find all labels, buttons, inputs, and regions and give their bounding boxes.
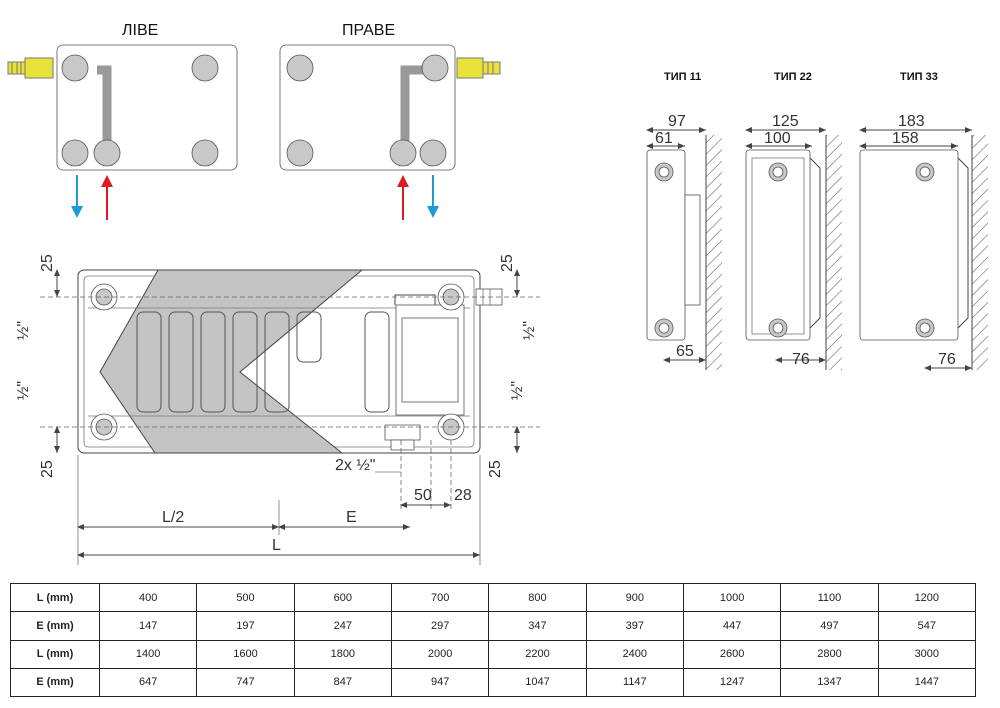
right-connection-diagram: ПРАВЕ [279,22,501,220]
dim-bottom-right: 25 [487,460,504,478]
type-22-depth: 125 [772,113,799,130]
section-type-33: ТИП 33 183 158 76 [859,71,988,371]
type-33-label: ТИП 33 [900,71,938,83]
type-33-wall: 76 [938,351,956,368]
type-11-label: ТИП 11 [664,71,701,83]
table-cell: 397 [585,611,684,641]
dim-top-left: 25 [39,254,56,272]
table-cell: 1047 [488,667,587,698]
e-length-label: E [346,509,357,526]
front-elevation [40,269,540,565]
table-cell: 247 [293,611,392,641]
table-cell: 197 [196,611,295,641]
thread-top-right: ½" [521,321,538,340]
half-length-label: L/2 [162,509,184,526]
table-cell: 847 [293,667,392,698]
table-cell: 1600 [196,639,295,669]
dimension-lines [54,269,520,558]
type-33-inner: 158 [892,130,919,147]
spacing-50: 50 [414,487,432,504]
table-cell: 747 [196,667,295,698]
row-header: L (mm) [10,639,100,669]
row-header: L (mm) [10,582,100,613]
thread-bottom-right: ½" [509,381,526,400]
type-22-wall: 76 [792,351,810,368]
plug-top-left [61,54,89,82]
table-cell: 1100 [780,582,879,613]
thread-top-left: ½" [15,321,32,340]
table-cell: 700 [390,582,490,613]
radiator-drawing: ЛІВЕ ПРАВЕ [7,22,988,565]
table-cell: 2600 [682,639,782,669]
table-cell: 2200 [488,639,587,669]
table-cell: 1000 [682,582,782,613]
type-33-depth: 183 [898,113,925,130]
type-11-inner: 61 [655,130,673,147]
table-cell: 1347 [780,667,879,698]
table-cell: 947 [390,667,490,698]
table-cell: 547 [877,611,977,641]
table-cell: 2000 [390,639,490,669]
table-cell: 447 [682,611,782,641]
outlet-bottom [93,139,121,167]
thread-bottom-left: ½" [15,381,32,400]
table-cell: 1800 [293,639,392,669]
type-22-label: ТИП 22 [774,71,812,83]
table-cell: 2400 [585,639,684,669]
supply-arrow-icon [101,175,113,220]
table-cell: 1200 [877,582,977,613]
table-cell: 147 [98,611,198,641]
table-cell: 497 [780,611,879,641]
table-cell: 400 [98,582,198,613]
right-label: ПРАВЕ [342,22,395,39]
supply-arrow-icon [397,175,409,220]
table-cell: 3000 [877,639,977,669]
left-label: ЛІВЕ [122,22,158,39]
table-cell: 500 [196,582,295,613]
spacing-28: 28 [454,487,472,504]
table-cell: 1400 [98,639,198,669]
section-type-22: ТИП 22 125 100 76 [745,71,842,370]
plug-bottom-right [191,139,219,167]
return-arrow-icon [427,175,439,218]
row-header: E (mm) [10,611,100,641]
type-11-depth: 97 [668,113,686,130]
return-arrow-icon [71,175,83,218]
table-cell: 1447 [877,667,977,698]
row-header: E (mm) [10,667,100,698]
valve-head-icon [456,57,501,79]
section-type-11: ТИП 11 97 61 65 [646,71,722,370]
dim-bottom-left: 25 [39,460,56,478]
table-cell: 347 [488,611,587,641]
connections-label: 2x ½" [335,457,375,474]
table-cell: 297 [390,611,490,641]
table-cell: 600 [293,582,392,613]
total-length-label: L [272,537,281,554]
plug-bottom-left [61,139,89,167]
type-11-wall: 65 [676,343,694,360]
table-cell: 2800 [780,639,879,669]
table-cell: 800 [488,582,587,613]
table-cell: 900 [585,582,684,613]
table-cell: 1247 [682,667,782,698]
dim-top-right: 25 [499,254,516,272]
plug-top-right [191,54,219,82]
type-22-inner: 100 [764,130,791,147]
left-connection-diagram: ЛІВЕ [7,22,238,220]
valve-head-icon [7,57,54,79]
table-cell: 1147 [585,667,684,698]
table-cell: 647 [98,667,198,698]
